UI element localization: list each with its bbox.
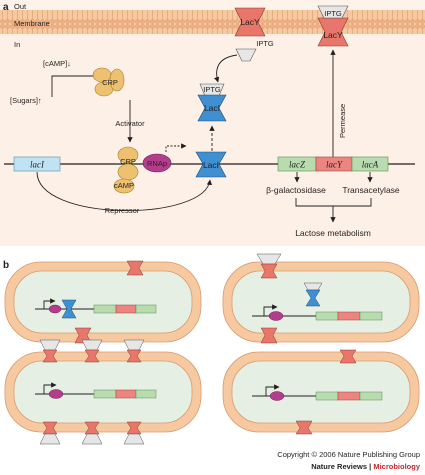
iptg-uptake-arrow (214, 54, 238, 83)
panel-b: b (3, 253, 420, 445)
journal-credit: Nature Reviews | Microbiology (311, 462, 421, 471)
repressor-label: Repressor (105, 206, 140, 215)
journal-section: Microbiology (373, 462, 420, 471)
galactosidase-label: β-galactosidase (266, 185, 326, 195)
camp-label: cAMP (114, 181, 134, 190)
laci-label-1: LacI (204, 103, 220, 113)
iptg-molecule-1 (235, 48, 257, 62)
lacy-gene: lacY (315, 156, 353, 172)
laca-gene-label: lacA (362, 160, 379, 170)
rna-polymerase: RNAp (142, 153, 172, 173)
sugars-level-label: [Sugars]↑ (10, 96, 42, 105)
membrane-label: Membrane (14, 19, 50, 28)
rnap-label: RNAp (147, 159, 167, 168)
laca-gene: lacA (351, 156, 389, 172)
metabolism-merge-lines (295, 198, 372, 207)
out-label: Out (14, 2, 27, 11)
in-label: In (14, 40, 20, 49)
laci-label-2: LacI (203, 160, 219, 170)
crp-label-2: CRP (120, 157, 136, 166)
transacetylase-label: Transacetylase (342, 185, 400, 195)
laci-gene: lacI (13, 156, 61, 172)
repressor-arrow (36, 171, 213, 212)
laci-repressor-bound: LacI (195, 151, 227, 178)
laci-iptg-complex: LacI (197, 94, 227, 122)
lacz-gene-label: lacZ (289, 160, 306, 170)
iptg-label-2: IPTG (324, 9, 342, 18)
cell-top-right (222, 253, 420, 344)
crp-label-1: CRP (102, 78, 118, 87)
lacy-label-2: LacY (323, 30, 343, 40)
panel-b-label: b (3, 260, 9, 271)
iptg-label-1: IPTG (256, 39, 274, 48)
transcription-start-arrow (165, 143, 187, 152)
lacy-transporter-left: LacY (234, 7, 266, 37)
copyright-text: Copyright © 2006 Nature Publishing Group (277, 450, 420, 459)
journal-name: Nature Reviews (311, 462, 367, 471)
permease-label: Permease (338, 104, 347, 138)
crp-free (92, 67, 125, 97)
extracellular-background (0, 0, 425, 10)
laci-gene-label: lacI (30, 160, 45, 170)
cell-top-left (4, 260, 202, 344)
journal-separator: | (367, 462, 373, 471)
sugar-inhibition-line (51, 75, 98, 97)
iptg-label-3: IPTG (203, 85, 221, 94)
membrane-bilayer (0, 10, 425, 34)
cell-bottom-right (222, 349, 420, 435)
lacz-gene: lacZ (277, 156, 317, 172)
panel-a: a Out Membrane In LacY IPTG LacY IPTG IP… (0, 0, 425, 246)
lacy-transporter-right: LacY (317, 17, 349, 47)
lacy-gene-label: lacY (326, 160, 343, 170)
lacy-label: LacY (240, 17, 260, 27)
activator-label: Activator (115, 119, 145, 128)
cell-bottom-left (4, 339, 202, 445)
iptg-molecule-2 (317, 5, 349, 19)
crp-bound (113, 146, 139, 194)
cytoplasm-background (0, 34, 425, 246)
lactose-metabolism-label: Lactose metabolism (295, 228, 371, 238)
camp-level-label: [cAMP]↓ (43, 59, 71, 68)
panel-a-label: a (3, 2, 9, 13)
